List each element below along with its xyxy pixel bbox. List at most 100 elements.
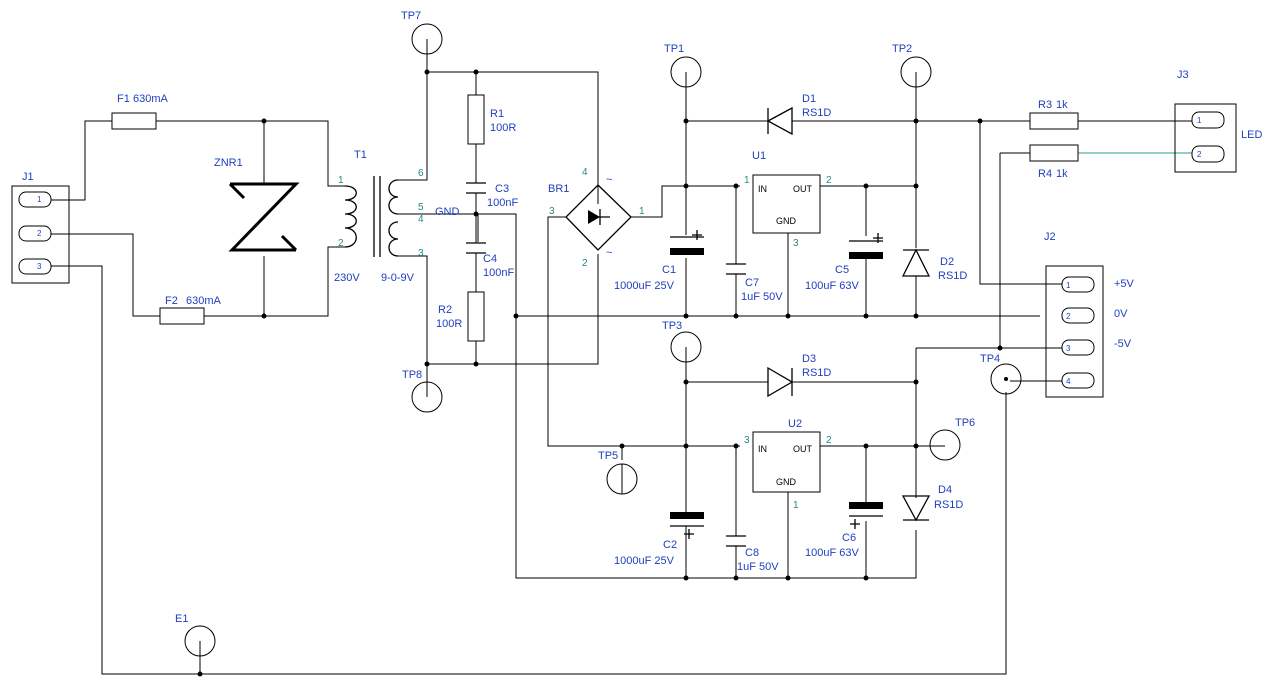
d1-label: D1 [802,93,816,105]
capacitor-c2: C2 1000uF 25V [614,512,704,567]
c6-value: 100uF 63V [805,547,859,559]
u2-gnd-pin: GND [776,477,797,487]
resistor-r4: R4 1k [1029,144,1079,180]
tp3-label: TP3 [662,320,682,332]
j1-label: J1 [22,171,34,183]
resistor-r1: R1 100R [467,94,516,145]
f1-label: F1 [117,93,130,105]
diode-d4: D4 RS1D [901,484,963,522]
br1-pin-2: 2 [582,258,588,269]
j2-pin-1: 1 [1066,281,1071,290]
f1-value: 630mA [133,93,169,105]
varistor-znr1: ZNR1 [214,157,300,252]
br1-ac-mark-top: ~ [606,174,612,186]
gnd-net-label: GND [435,206,460,218]
test-point-tp3: TP3 [662,320,702,363]
c2-label: C2 [663,539,677,551]
t1-primary-voltage: 230V [334,272,360,284]
plus5v-label: +5V [1114,278,1135,290]
tp8-label: TP8 [402,369,422,381]
f2-value: 630mA [186,295,222,307]
c4-label: C4 [483,253,497,265]
c8-label: C8 [745,547,759,559]
capacitor-c3: C3 100nF [466,182,518,209]
d4-value: RS1D [934,499,963,511]
diode-d3: D3 RS1D [767,353,831,398]
c2-value: 1000uF 25V [614,555,675,567]
br1-pin-4: 4 [582,167,588,178]
tp7-label: TP7 [401,10,421,22]
c3-value: 100nF [487,197,518,209]
diode-d1: D1 RS1D [766,93,831,136]
fuse-f1: F1 630mA [111,93,169,130]
test-point-tp6: TP6 [928,417,975,461]
u2-in-pin: IN [758,444,767,454]
znr1-label: ZNR1 [214,157,243,169]
t1-pin-5: 5 [418,202,424,213]
c1-label: C1 [662,264,676,276]
r2-label: R2 [438,304,452,316]
diode-d2: D2 RS1D [901,248,967,282]
t1-pin-2: 2 [338,238,344,249]
f2-label: F2 [165,295,178,307]
br1-label: BR1 [548,183,569,195]
test-point-e1: E1 [175,613,216,674]
j2-label: J2 [1044,231,1056,243]
j3-label: J3 [1177,69,1189,81]
u1-label: U1 [752,150,766,162]
j1-pin-1: 1 [37,195,42,204]
c7-label: C7 [745,277,759,289]
t1-pin-6: 6 [418,168,424,179]
t1-secondary-voltage: 9-0-9V [381,272,415,284]
r4-label: R4 [1038,168,1052,180]
t1-pin-3: 3 [418,248,424,259]
capacitor-c7: C7 1uF 50V [726,263,783,303]
d1-value: RS1D [802,107,831,119]
j2-pin-4: 4 [1066,377,1071,386]
c5-value: 100uF 63V [805,280,859,292]
d4-label: D4 [938,484,952,496]
j1-pin-3: 3 [37,262,42,271]
br1-pin-1: 1 [639,206,645,217]
u1-pin-1: 1 [744,175,750,186]
connector-j1: 1 2 3 J1 [11,171,70,284]
capacitor-c8: C8 1uF 50V [726,535,779,573]
c8-value: 1uF 50V [737,561,779,573]
j3-pin-2: 2 [1197,150,1202,159]
j2-pin-2: 2 [1066,312,1071,321]
d2-value: RS1D [938,270,967,282]
test-point-tp7: TP7 [401,10,443,72]
test-point-tp2: TP2 [892,43,932,92]
r2-value: 100R [436,318,462,330]
c7-value: 1uF 50V [741,291,783,303]
tp5-label: TP5 [598,450,618,462]
u2-label: U2 [788,418,802,430]
t1-pin-4: 4 [418,214,424,225]
connector-j3: 1 2 J3 LED [1174,69,1262,173]
tp6-label: TP6 [955,417,975,429]
test-point-tp8: TP8 [402,364,443,413]
r1-value: 100R [490,122,516,134]
j3-pin-1: 1 [1197,116,1202,125]
junctions [197,69,1003,677]
br1-pin-3: 3 [549,206,555,217]
r3-label: R3 [1038,99,1052,111]
r3-value: 1k [1056,99,1068,111]
u2-pin-3: 3 [744,435,750,446]
test-point-tp5: TP5 [598,450,638,495]
regulator-u2: IN OUT GND U2 3 2 1 [744,418,832,511]
connector-j2: 1 2 3 4 J2 +5V 0V -5V [1044,231,1135,398]
u1-out-pin: OUT [793,184,813,194]
j2-pin-3: 3 [1066,344,1071,353]
led-net-label: LED [1241,129,1262,141]
resistor-r3: R3 1k [1029,99,1079,130]
resistor-r2: R2 100R [436,291,485,342]
d3-label: D3 [802,353,816,365]
u2-pin-1: 1 [793,500,799,511]
c3-label: C3 [495,183,509,195]
capacitor-c6: C6 100uF 63V [805,502,883,559]
u1-pin-3: 3 [793,238,799,249]
u2-pin-2: 2 [826,435,832,446]
t1-pin-1: 1 [338,175,344,186]
